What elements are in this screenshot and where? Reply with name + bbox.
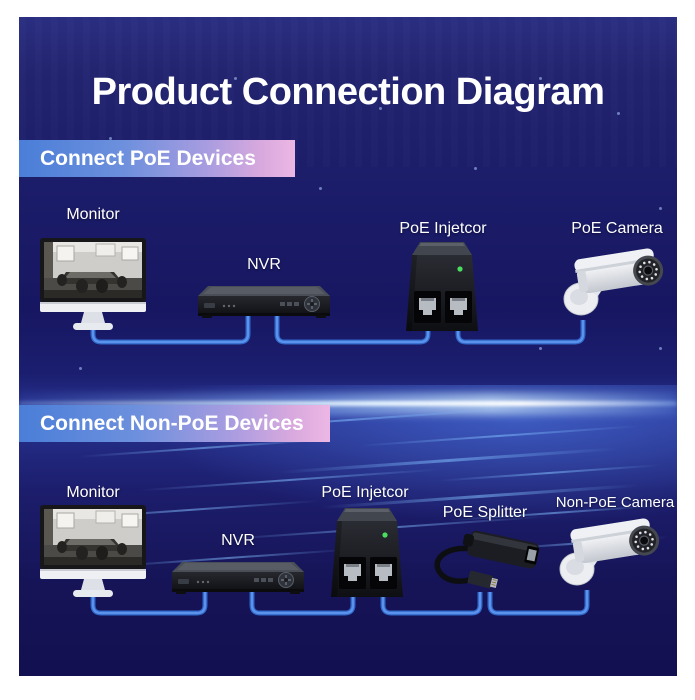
device-label-non-poe-camera: Non-PoE Camera xyxy=(555,494,675,511)
nvr-illustration-2 xyxy=(172,560,304,596)
monitor-illustration-2 xyxy=(40,505,146,597)
star-dot xyxy=(234,77,237,80)
star-dot xyxy=(659,207,662,210)
star-dot xyxy=(109,137,112,140)
monitor-illustration-1 xyxy=(40,238,146,330)
poe-splitter-illustration xyxy=(420,525,550,597)
star-dot xyxy=(617,112,620,115)
star-dot xyxy=(79,367,82,370)
nvr-illustration-1 xyxy=(198,284,330,320)
light-flare-core xyxy=(19,401,677,406)
device-label-monitor-1: Monitor xyxy=(66,206,120,223)
diagram-panel: Product Connection Diagram Connect PoE D… xyxy=(19,17,677,676)
star-dot xyxy=(539,77,542,80)
device-label-poe-camera: PoE Camera xyxy=(571,220,663,237)
star-dot xyxy=(659,347,662,350)
device-label-poe-injector-1: PoE Injetcor xyxy=(399,220,487,237)
device-label-poe-injector-2: PoE Injetcor xyxy=(321,484,409,501)
device-label-nvr-2: NVR xyxy=(221,532,255,549)
device-label-poe-splitter: PoE Splitter xyxy=(442,504,528,521)
star-dot xyxy=(319,187,322,190)
star-dot xyxy=(474,167,477,170)
poe-injector-illustration-2 xyxy=(328,508,408,600)
poe-camera-illustration xyxy=(560,238,672,330)
page-title: Product Connection Diagram xyxy=(91,71,605,113)
poe-injector-illustration-1 xyxy=(403,242,483,334)
section-banner-poe: Connect PoE Devices xyxy=(19,140,295,177)
non-poe-camera-illustration xyxy=(556,508,668,600)
device-label-monitor-2: Monitor xyxy=(66,484,120,501)
section-banner-non-poe: Connect Non-PoE Devices xyxy=(19,405,330,442)
star-dot xyxy=(379,107,382,110)
device-label-nvr-1: NVR xyxy=(247,256,281,273)
star-dot xyxy=(539,347,542,350)
